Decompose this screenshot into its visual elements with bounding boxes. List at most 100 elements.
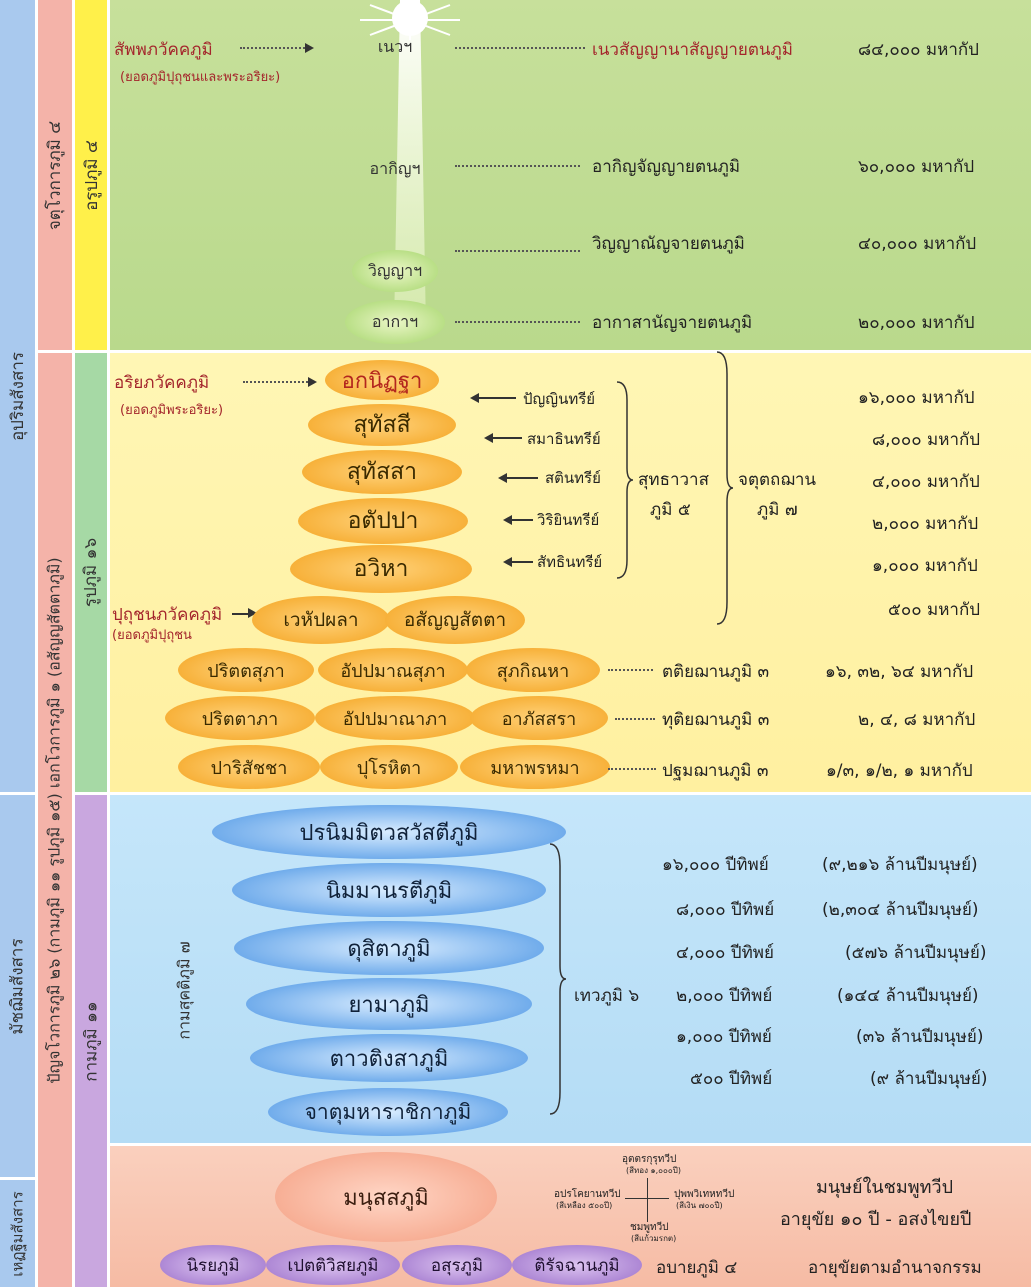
col3-kama: กามภูมิ ๑๑ (75, 795, 107, 1287)
arupa-oval-1: เนวฯ (355, 26, 435, 68)
jhana1-span: ๑/๓, ๑/๒, ๑ มหากัป (826, 761, 973, 781)
deva-oval-4: ยามาภูมิ (246, 978, 532, 1030)
apaya-item-2: เปตติวิสยภูมิ (287, 1255, 379, 1276)
light-beam (394, 0, 426, 330)
jhana2-item-1: ปริตตาภา (201, 708, 279, 730)
jhana2-item-2: อัปปมาณาภา (342, 708, 448, 730)
arupa-dash-1 (455, 47, 585, 49)
kama-sugati: กามสุคติภูมิ ๗ (165, 940, 205, 1040)
jhana2-item-3: อาภัสสรา (501, 708, 577, 730)
deva-name-1: ปรนิมมิตวสวัสตีภูมิ (299, 820, 479, 846)
deva-oval-3: ดุสิตาภูมิ (234, 921, 544, 975)
suddha-label: สุทธาวาส (638, 470, 709, 490)
jhana2-dash (615, 718, 655, 720)
apaya-note: อายุขัยตามอำนาจกรรม (808, 1258, 982, 1278)
deva-name-6: จาตุมหาราชิกาภูมิ (304, 1099, 472, 1124)
col3-arupa: อรูปภูมิ ๔ (75, 0, 107, 350)
col2-lower: ปัญจโวการภูมิ ๒๖ (กามภูมิ ๑๑ รูปภูมิ ๑๕)… (38, 353, 72, 1287)
row4-oval-a: เวหัปผลา (252, 596, 390, 644)
arupa-short-4: อากาฯ (371, 311, 419, 331)
col3-arupa-label: อรูปภูมิ ๔ (81, 139, 102, 211)
deva-oval-6: จาตุมหาราชิกาภูมิ (268, 1088, 508, 1136)
deva-years-2: ๘,๐๐๐ ปีทิพย์ (676, 900, 775, 920)
jhana3-label: ตติยฌานภูมิ ๓ (662, 662, 770, 682)
compass-v (647, 1178, 648, 1222)
col3-kama-label: กามภูมิ ๑๑ (81, 1000, 102, 1082)
faculty-arrow-4 (503, 515, 512, 525)
deva-years-4: ๒,๐๐๐ ปีทิพย์ (676, 986, 773, 1006)
faculty-5: สัทธินทรีย์ (537, 553, 603, 571)
jhana3-oval-2: อัปปมาณสุภา (318, 648, 468, 692)
pure-span-1: ๑๖,๐๐๐ มหากัป (858, 388, 975, 408)
arupa-short-1: เนวฯ (377, 36, 413, 56)
jhana1-oval-1: ปาริสัชชา (178, 745, 320, 789)
faculty-line-3 (506, 477, 538, 479)
ariya-arrow-line (243, 381, 308, 383)
star-burst-icon (360, 0, 460, 40)
jhana3-item-1: ปริตตสุภา (207, 660, 285, 682)
jhana2-oval-2: อัปปมาณาภา (315, 696, 475, 740)
arupa-span-1: ๘๔,๐๐๐ มหากัป (858, 40, 979, 60)
sabba-arrow-head (305, 43, 314, 53)
jhana3-item-2: อัปปมาณสุภา (340, 660, 446, 682)
col1-lower: เหฏฐิมสังสาร (0, 1180, 35, 1287)
pure-name-2: สุทัสสี (353, 412, 411, 438)
faculty-line-2 (492, 437, 522, 439)
arupa-dash-4 (455, 321, 580, 323)
jhana3-oval-3: สุภกิณหา (466, 648, 600, 692)
apaya-oval-3: อสุรภูมิ (402, 1245, 512, 1285)
deva-years-1: ๑๖,๐๐๐ ปีทิพย์ (662, 855, 769, 875)
col1-upper: อุปริมสังสาร (0, 0, 35, 792)
jhana2-span: ๒, ๔, ๘ มหากัป (858, 710, 976, 730)
continent-south: ชมพูทวีป (630, 1222, 669, 1233)
pure-span-3: ๔,๐๐๐ มหากัป (872, 472, 980, 492)
arupa-oval-3: วิญญาฯ (352, 250, 438, 292)
compass-h (625, 1198, 669, 1199)
arupa-dash-3 (455, 250, 580, 252)
deva-name-2: นิมมานรตีภูมิ (325, 878, 453, 904)
row4-a: เวหัปผลา (283, 609, 359, 631)
faculty-3: สตินทรีย์ (545, 469, 601, 487)
apaya-oval-1: นิรยภูมิ (160, 1245, 266, 1285)
deva-oval-2: นิมมานรตีภูมิ (232, 863, 546, 917)
kama-sugati-label: กามสุคติภูมิ ๗ (174, 940, 194, 1040)
deva-band (110, 795, 1031, 1143)
brace-suddha (616, 381, 634, 579)
jhana3-dash (608, 669, 653, 671)
continent-south-sub: (สีแก้วมรกต) (631, 1234, 677, 1243)
pure-name-1: อกนิฏฐา (341, 368, 423, 394)
deva-label: เทวภูมิ ๖ (574, 986, 640, 1006)
pure-span-4: ๒,๐๐๐ มหากัป (872, 514, 979, 534)
jhana1-oval-2: ปุโรหิตา (320, 745, 458, 789)
suddha-label-2: ภูมิ ๕ (650, 500, 691, 520)
apaya-oval-4: ติรัจฉานภูมิ (512, 1245, 642, 1285)
faculty-line-1 (478, 397, 516, 399)
catuttha-label: จตุตถฌาน (738, 470, 817, 490)
arupa-span-4: ๒๐,๐๐๐ มหากัป (858, 313, 975, 333)
faculty-1: ปัญญินทรีย์ (523, 390, 596, 408)
jhana1-item-1: ปาริสัชชา (210, 757, 288, 779)
arupa-short-3: วิญญาฯ (367, 260, 423, 280)
row4-oval-b: อสัญญสัตตา (385, 596, 525, 644)
continent-west-sub: (สีเหลือง ๕๐๐ปี) (556, 1201, 613, 1210)
faculty-line-4 (511, 519, 533, 521)
deva-years-5: ๑,๐๐๐ ปีทิพย์ (676, 1027, 772, 1047)
pure-span-2: ๘,๐๐๐ มหากัป (872, 430, 981, 450)
human-name: มนุสสภูมิ (343, 1185, 429, 1211)
apaya-oval-2: เปตติวิสยภูมิ (266, 1245, 400, 1285)
puthu-arrow-line (232, 613, 248, 615)
col1-upper-label: อุปริมสังสาร (8, 351, 29, 441)
continent-north-sub: (สีทอง ๑,๐๐๐ปี) (626, 1166, 681, 1175)
human-note-1: มนุษย์ในชมพูทวีป (816, 1177, 954, 1198)
pure-oval-1: อกนิฏฐา (325, 360, 439, 400)
deva-oval-1: ปรนิมมิตวสวัสตีภูมิ (212, 805, 566, 859)
col1-lower-label: เหฏฐิมสังสาร (8, 1190, 27, 1277)
jhana1-item-2: ปุโรหิตา (356, 757, 422, 779)
faculty-4: วิริยินทรีย์ (537, 511, 600, 529)
arupa-span-3: ๔๐,๐๐๐ มหากัป (858, 234, 977, 254)
apaya-item-4: ติรัจฉานภูมิ (534, 1255, 620, 1276)
row4-b: อสัญญสัตตา (403, 609, 507, 631)
deva-human-1: (๙,๒๑๖ ล้านปีมนุษย์) (822, 855, 978, 875)
jhana2-oval-1: ปริตตาภา (165, 696, 315, 740)
